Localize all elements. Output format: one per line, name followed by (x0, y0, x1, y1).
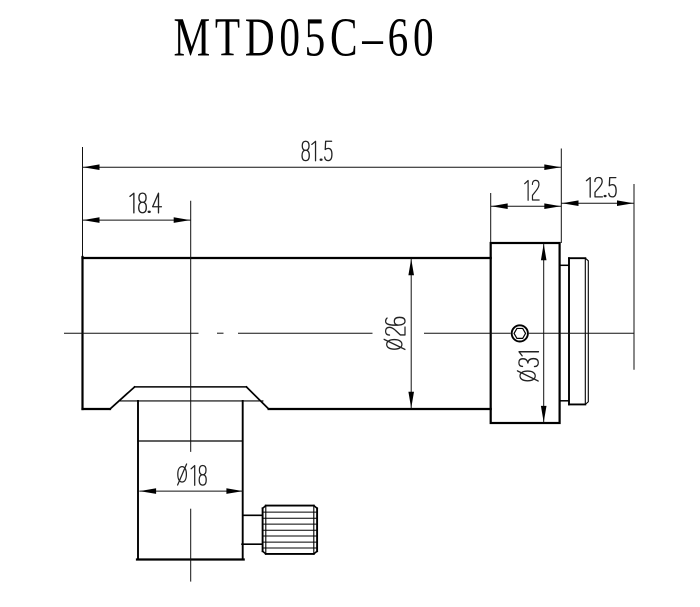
svg-text:MTD05C–60: MTD05C–60 (174, 7, 439, 68)
